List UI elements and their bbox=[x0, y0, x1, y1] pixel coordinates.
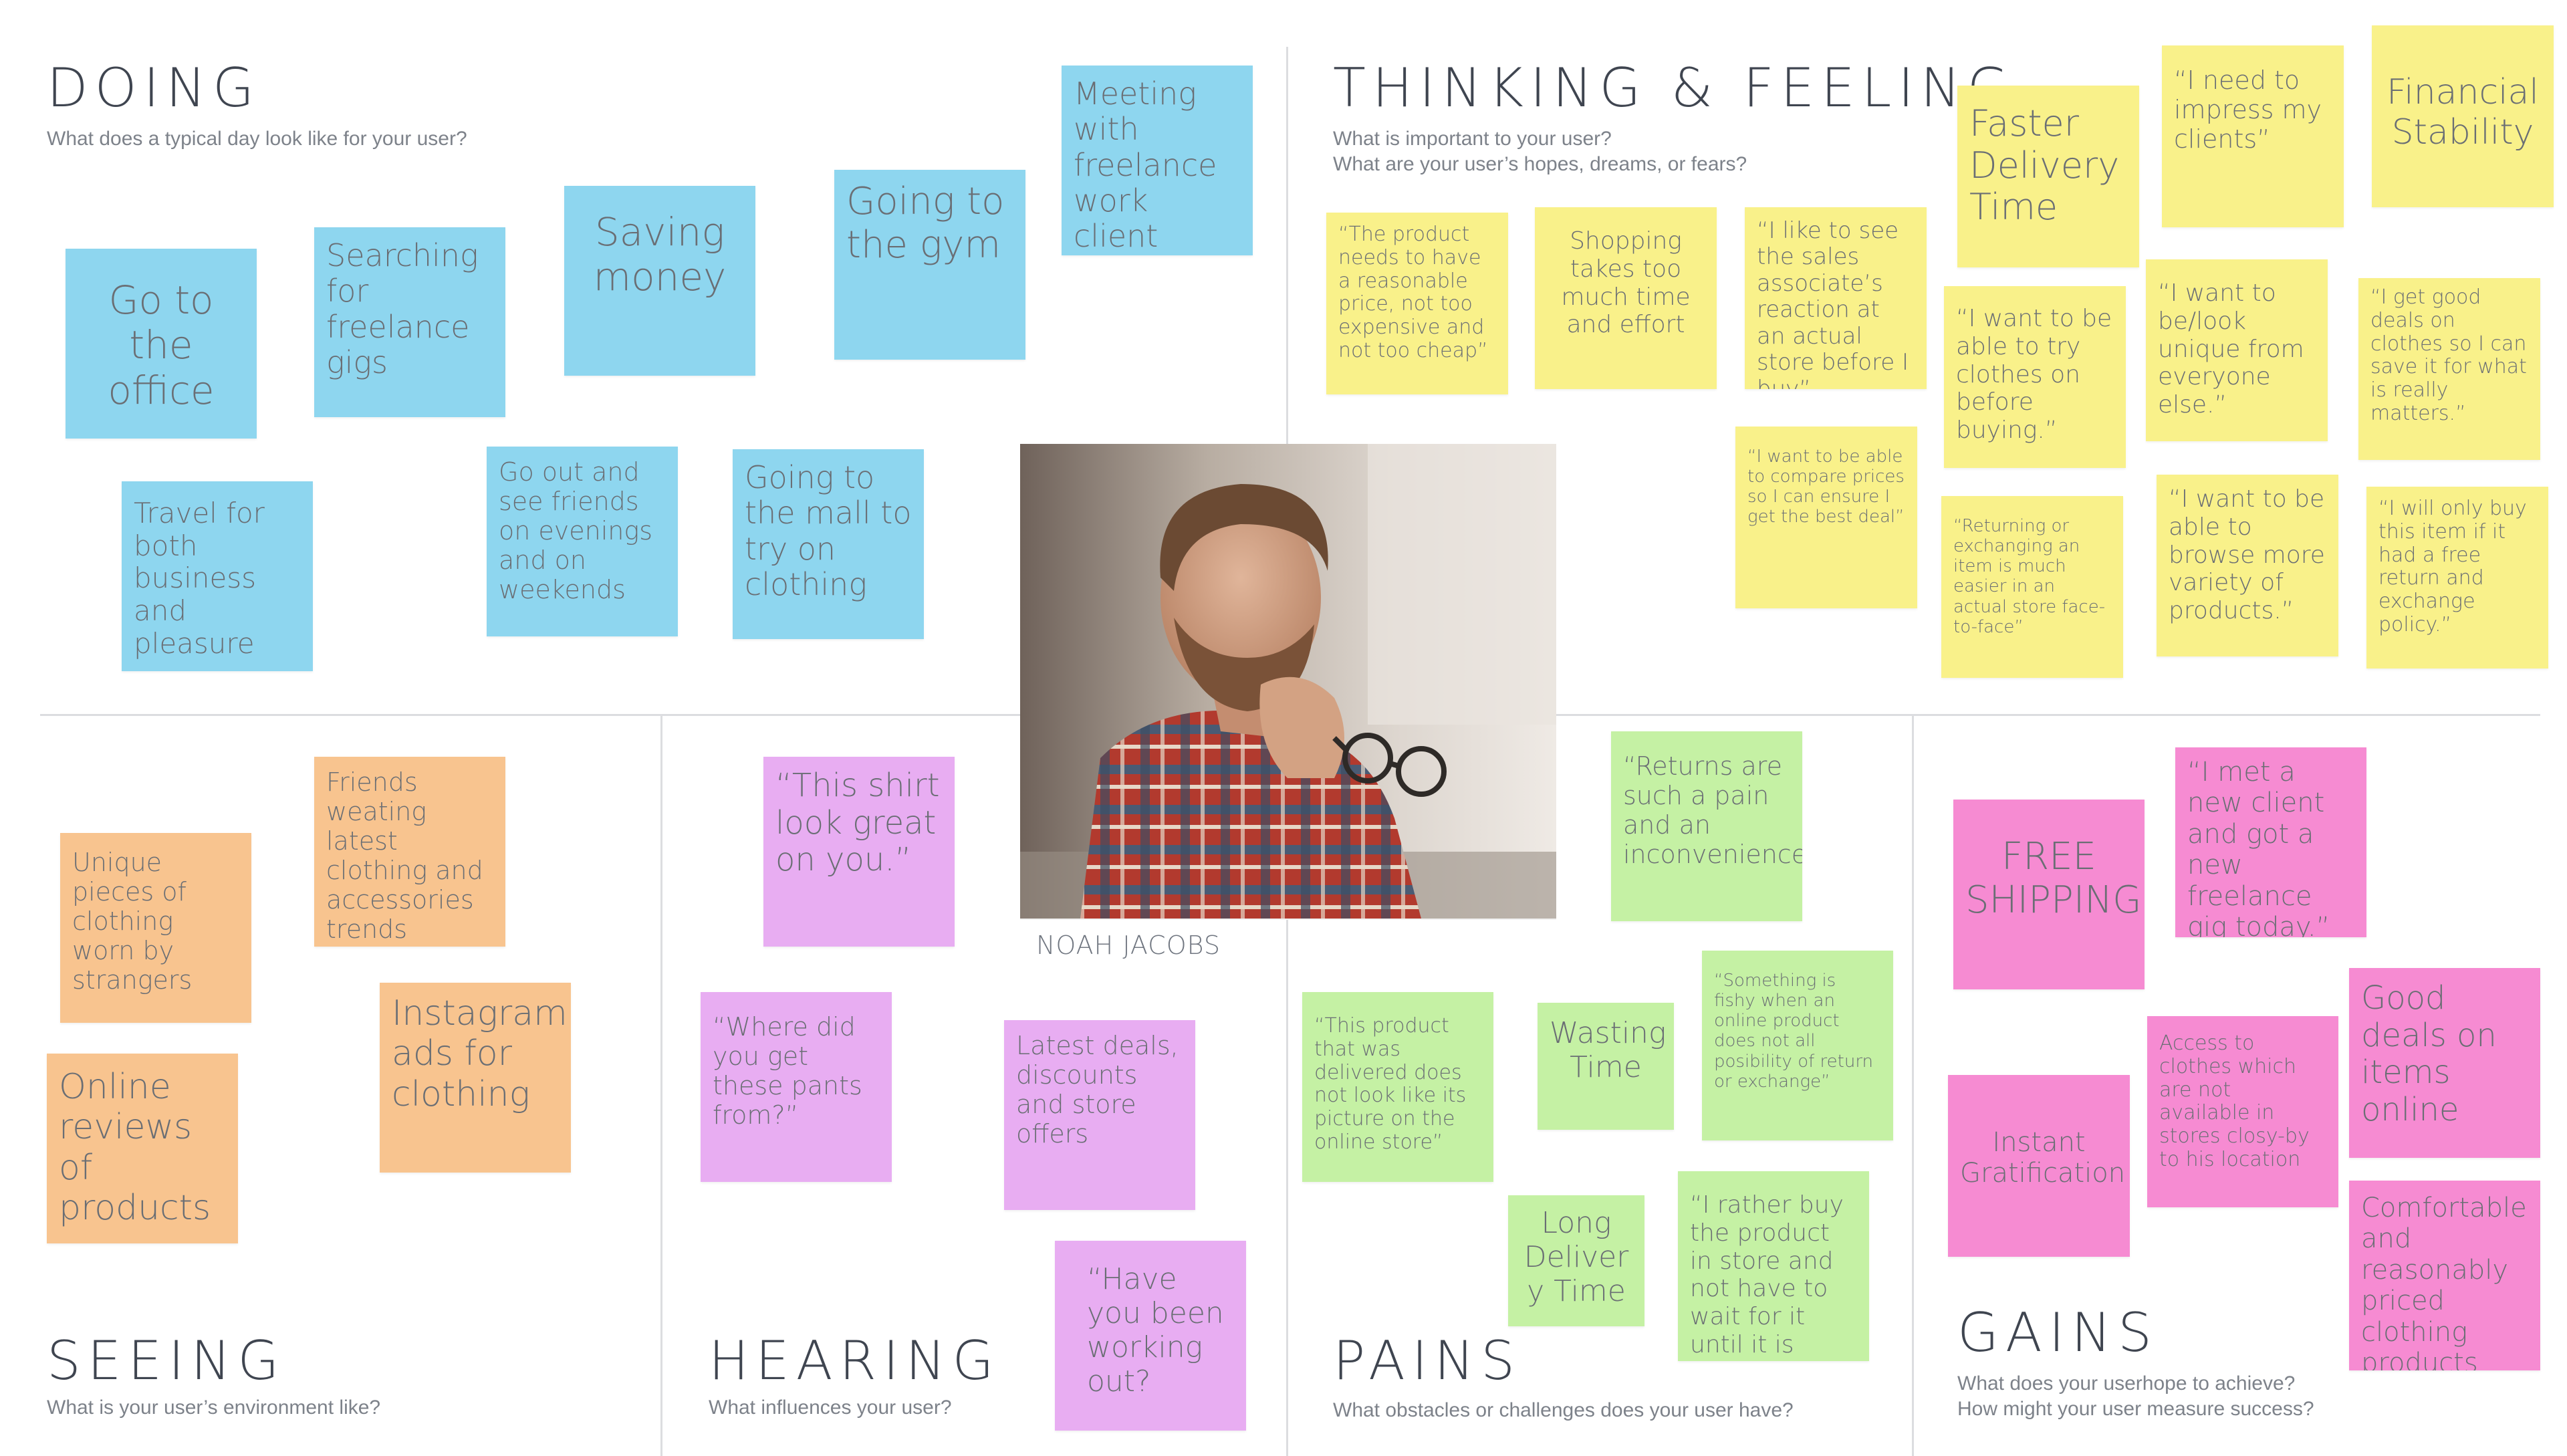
pains-heading: PAINS bbox=[1333, 1330, 1522, 1392]
thinking-note-10[interactable]: “I get good deals on clothes so I can sa… bbox=[2358, 278, 2540, 460]
hearing-question-1: What influences your user? bbox=[709, 1397, 952, 1419]
gains-note-4[interactable]: Instant Gratification bbox=[1948, 1075, 2130, 1257]
gains-heading: GAINS bbox=[1957, 1302, 2159, 1364]
hearing-note-3[interactable]: Latest deals, discounts and store offers bbox=[1004, 1020, 1195, 1210]
doing-question-1: What does a typical day look like for yo… bbox=[47, 128, 467, 150]
seeing-note-2[interactable]: Friends weating latest clothing and acce… bbox=[314, 757, 505, 947]
thinking-note-7[interactable]: Financial Stability bbox=[2372, 25, 2554, 207]
seeing-note-1[interactable]: Unique pieces of clothing worn by strang… bbox=[60, 833, 251, 1023]
doing-heading: DOING bbox=[47, 57, 261, 119]
seeing-heading: SEEING bbox=[47, 1330, 286, 1392]
gains-note-6[interactable]: Comfortable and reasonably priced clothi… bbox=[2349, 1181, 2540, 1370]
gains-question-1: What does your userhope to achieve? bbox=[1957, 1372, 2296, 1394]
doing-note-1[interactable]: Go to the office bbox=[66, 249, 257, 439]
pains-note-1[interactable]: “Returns are such a pain and an inconven… bbox=[1611, 731, 1802, 921]
thinking-note-6[interactable]: “I need to impress my clients” bbox=[2162, 45, 2344, 227]
persona-name: NOAH JACOBS bbox=[1036, 931, 1221, 960]
doing-note-7[interactable]: Go out and see friends on evenings and o… bbox=[487, 447, 678, 636]
gains-note-3[interactable]: Good deals on items online bbox=[2349, 968, 2540, 1158]
pains-note-6[interactable]: “I rather buy the product in store and n… bbox=[1678, 1171, 1869, 1361]
pains-note-2[interactable]: “This product that was delivered does no… bbox=[1302, 992, 1493, 1182]
doing-note-4[interactable]: Going to the gym bbox=[834, 170, 1025, 360]
gains-note-2[interactable]: “I met a new client and got a new freela… bbox=[2175, 747, 2366, 937]
doing-note-5[interactable]: Meeting with freelance work client bbox=[1062, 66, 1253, 255]
pains-note-5[interactable]: Long Deliver y Time bbox=[1508, 1195, 1644, 1326]
doing-note-2[interactable]: Searching for freelance gigs bbox=[314, 227, 505, 417]
thinking-note-3[interactable]: “I like to see the sales associate’s rea… bbox=[1745, 207, 1927, 389]
thinking-note-5[interactable]: Faster Delivery Time bbox=[1957, 86, 2139, 267]
thinking-note-11[interactable]: “Returning or exchanging an item is much… bbox=[1941, 496, 2123, 678]
divider-vertical-1 bbox=[660, 714, 662, 1456]
doing-note-6[interactable]: Travel for both business and pleasure bbox=[122, 481, 313, 671]
thinking-question-1: What is important to your user? bbox=[1333, 128, 1612, 150]
seeing-note-4[interactable]: Instagram ads for clothing bbox=[380, 983, 571, 1173]
thinking-note-13[interactable]: “I will only buy this item if it had a f… bbox=[2366, 487, 2548, 669]
doing-note-8[interactable]: Going to the mall to try on clothing bbox=[733, 449, 924, 639]
pains-question-1: What obstacles or challenges does your u… bbox=[1333, 1399, 1794, 1421]
hearing-heading: HEARING bbox=[709, 1330, 1001, 1392]
seeing-question-1: What is your user’s environment like? bbox=[47, 1397, 381, 1419]
persona-photo bbox=[1020, 444, 1556, 919]
pains-note-4[interactable]: “Something is fishy when an online produ… bbox=[1702, 951, 1893, 1140]
divider-vertical-3 bbox=[1912, 714, 1914, 1456]
hearing-note-1[interactable]: “This shirt look great on you.” bbox=[763, 757, 955, 947]
thinking-note-2[interactable]: Shopping takes too much time and effort bbox=[1535, 207, 1717, 389]
thinking-note-12[interactable]: “I want to be able to browse more variet… bbox=[2157, 475, 2338, 656]
thinking-note-1[interactable]: “The product needs to have a reasonable … bbox=[1326, 213, 1508, 394]
persona-card: NOAH JACOBS bbox=[1020, 444, 1556, 960]
doing-note-3[interactable]: Saving money bbox=[564, 186, 755, 376]
gains-note-1[interactable]: FREE SHIPPING bbox=[1953, 800, 2145, 989]
thinking-heading: THINKING & FEELING bbox=[1333, 57, 2015, 119]
divider-vertical-2 bbox=[1286, 714, 1288, 1456]
pains-note-3[interactable]: Wasting Time bbox=[1538, 1003, 1674, 1130]
gains-note-5[interactable]: Access to clothes which are not availabl… bbox=[2147, 1016, 2338, 1207]
thinking-note-4[interactable]: “I want to be able to compare prices so … bbox=[1735, 427, 1917, 608]
thinking-note-8[interactable]: “I want to be able to try clothes on bef… bbox=[1944, 286, 2126, 468]
divider-vertical-top bbox=[1286, 47, 1288, 715]
gains-question-2: How might your user measure success? bbox=[1957, 1398, 2314, 1420]
seeing-note-3[interactable]: Online reviews of products bbox=[47, 1054, 238, 1243]
hearing-note-4[interactable]: “Have you been working out? bbox=[1055, 1241, 1246, 1431]
hearing-note-2[interactable]: “Where did you get these pants from?” bbox=[701, 992, 892, 1182]
thinking-question-2: What are your user’s hopes, dreams, or f… bbox=[1333, 153, 1747, 175]
thinking-note-9[interactable]: “I want to be/look unique from everyone … bbox=[2146, 259, 2328, 441]
